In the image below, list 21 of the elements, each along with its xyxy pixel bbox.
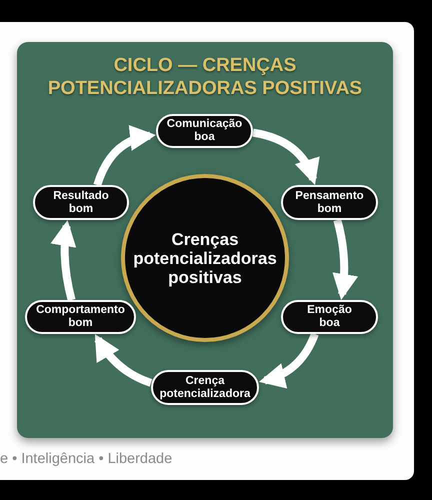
arrow xyxy=(94,126,156,186)
step-label: Crença potencializadora xyxy=(160,374,250,400)
step-label: Comunicação boa xyxy=(166,118,242,144)
step-label: Resultado bom xyxy=(53,190,109,216)
step-label: Emoção boa xyxy=(307,304,352,330)
step-pill xyxy=(33,185,129,220)
arrow xyxy=(252,128,319,185)
step-label: Comportamento bom xyxy=(36,304,125,330)
diagram-title: CICLO — CRENÇAS POTENCIALIZADORAS POSITIVAS xyxy=(46,54,364,100)
step-pill xyxy=(25,300,136,334)
arrow xyxy=(332,218,358,300)
step-pill xyxy=(281,300,378,334)
arrow xyxy=(94,334,152,387)
step-pill xyxy=(281,185,378,220)
step-pill xyxy=(156,114,253,148)
arrow xyxy=(50,220,77,301)
arrow xyxy=(259,332,319,388)
footer-text: e • Inteligência • Liberdade xyxy=(0,451,172,468)
center-label: Crenças potencializadoras positivas xyxy=(132,230,278,286)
step-pill xyxy=(151,370,259,405)
step-label: Pensamento bom xyxy=(295,190,364,216)
